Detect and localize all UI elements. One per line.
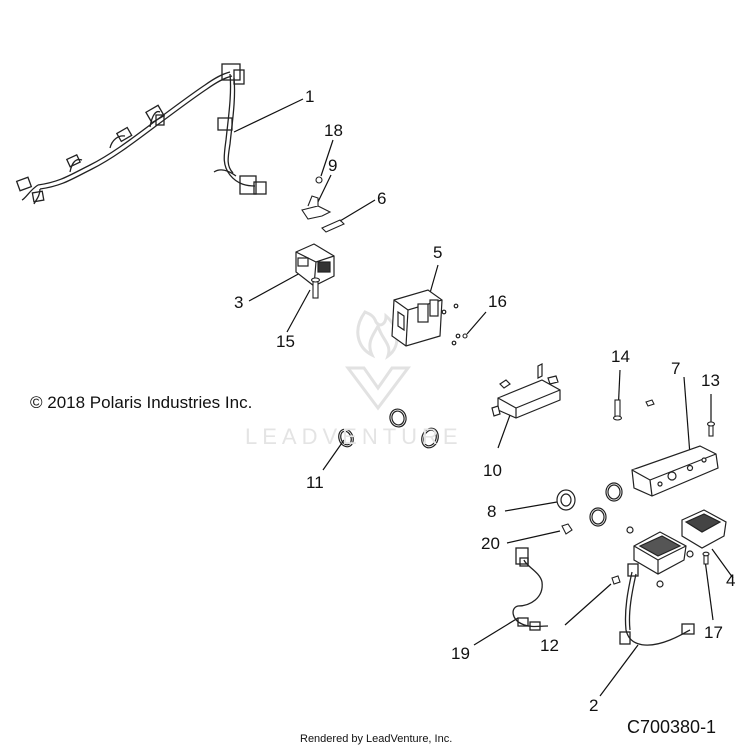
callout-16[interactable]: 16	[488, 292, 507, 311]
callout-4[interactable]: 4	[726, 571, 736, 590]
sensor-harness-part-19	[512, 547, 549, 631]
gasket-group	[589, 482, 623, 527]
callout-17[interactable]: 17	[704, 623, 723, 642]
callout-12[interactable]: 12	[540, 636, 559, 655]
watermark-text: LEADVENTURE	[245, 424, 463, 449]
callout-6[interactable]: 6	[377, 189, 387, 208]
relay-block-part-3	[295, 243, 335, 287]
callout-9[interactable]: 9	[328, 156, 338, 175]
screw-part-12	[611, 575, 621, 585]
callout-1[interactable]: 1	[305, 87, 315, 106]
callout-18[interactable]: 18	[324, 121, 343, 140]
sensor-part-14	[612, 399, 655, 421]
fastener-part-16	[462, 333, 468, 339]
mounting-plate-part-7	[631, 445, 719, 497]
callout-8[interactable]: 8	[487, 502, 497, 521]
bracket-part-9	[301, 195, 332, 220]
bolt-part-15	[310, 277, 321, 299]
bolt-part-13	[706, 421, 716, 437]
callout-10[interactable]: 10	[483, 461, 502, 480]
callout-11[interactable]: 11	[306, 473, 324, 492]
sub-harness-part-2	[619, 563, 695, 646]
screw-part-17	[702, 551, 710, 565]
callout-20[interactable]: 20	[481, 534, 500, 553]
callout-15[interactable]: 15	[276, 332, 295, 351]
callout-13[interactable]: 13	[701, 371, 720, 390]
callout-14[interactable]: 14	[611, 347, 630, 366]
ecm-module-part-5	[391, 289, 461, 347]
callout-19[interactable]: 19	[451, 644, 470, 663]
callout-2[interactable]: 2	[589, 696, 599, 715]
grommet-part-8	[556, 489, 576, 511]
callout-5[interactable]: 5	[433, 243, 443, 262]
copyright-notice: © 2018 Polaris Industries Inc.	[30, 393, 253, 412]
watermark-logo	[345, 310, 411, 411]
diagram-code: C700380-1	[627, 717, 717, 737]
callout-3[interactable]: 3	[234, 293, 244, 312]
callout-7[interactable]: 7	[671, 359, 681, 378]
nut-part-20	[561, 523, 573, 535]
clip-part-6	[321, 219, 345, 233]
gasket-part-11	[338, 408, 439, 449]
leader-lines	[233, 98, 734, 697]
bracket-plate-part-10	[491, 363, 561, 419]
wire-harness-part-1	[15, 63, 267, 205]
regulator-module-part-4	[626, 509, 727, 588]
rendered-by-credit: Rendered by LeadVenture, Inc.	[300, 733, 453, 745]
screw-part-18	[315, 176, 323, 184]
